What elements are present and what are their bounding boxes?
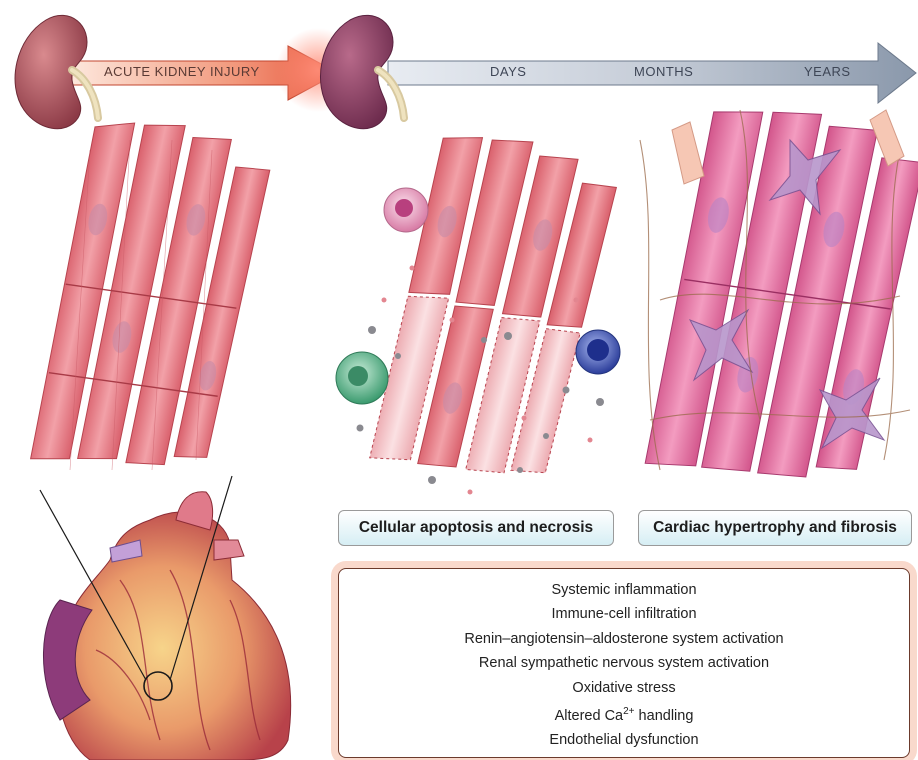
heart-icon	[40, 476, 291, 760]
mechanisms-list: Systemic inflammation Immune-cell infilt…	[339, 569, 909, 753]
apoptotic-myocytes	[336, 121, 622, 500]
calcium-prefix: Altered Ca	[555, 708, 624, 724]
mechanism-item: Oxidative stress	[339, 676, 909, 700]
neutrophil-icon	[384, 188, 428, 232]
stage-label-months: MONTHS	[634, 64, 693, 79]
injury-label: ACUTE KIDNEY INJURY	[104, 64, 260, 79]
stage-label-years: YEARS	[804, 64, 851, 79]
mechanism-item: Endothelial dysfunction	[339, 728, 909, 752]
lymphocyte-icon	[576, 330, 620, 374]
mechanism-item-calcium: Altered Ca2+ handling	[339, 700, 909, 728]
mechanism-item: Immune-cell infiltration	[339, 602, 909, 626]
hypertrophic-myocytes	[639, 92, 918, 507]
apoptosis-label: Cellular apoptosis and necrosis	[359, 519, 593, 537]
macrophage-icon	[336, 352, 388, 404]
mechanism-item: Renal sympathetic nervous system activat…	[339, 651, 909, 675]
calcium-superscript: 2+	[623, 706, 634, 717]
healthy-myocytes	[25, 107, 275, 495]
hypertrophy-label-box: Cardiac hypertrophy and fibrosis	[638, 510, 912, 546]
hypertrophy-label: Cardiac hypertrophy and fibrosis	[653, 519, 897, 537]
calcium-suffix: handling	[635, 708, 694, 724]
mechanism-item: Systemic inflammation	[339, 578, 909, 602]
apoptosis-label-box: Cellular apoptosis and necrosis	[338, 510, 614, 546]
mechanisms-box: Systemic inflammation Immune-cell infilt…	[338, 568, 910, 758]
mechanism-item: Renin–angiotensin–aldosterone system act…	[339, 627, 909, 651]
stage-label-days: DAYS	[490, 64, 526, 79]
